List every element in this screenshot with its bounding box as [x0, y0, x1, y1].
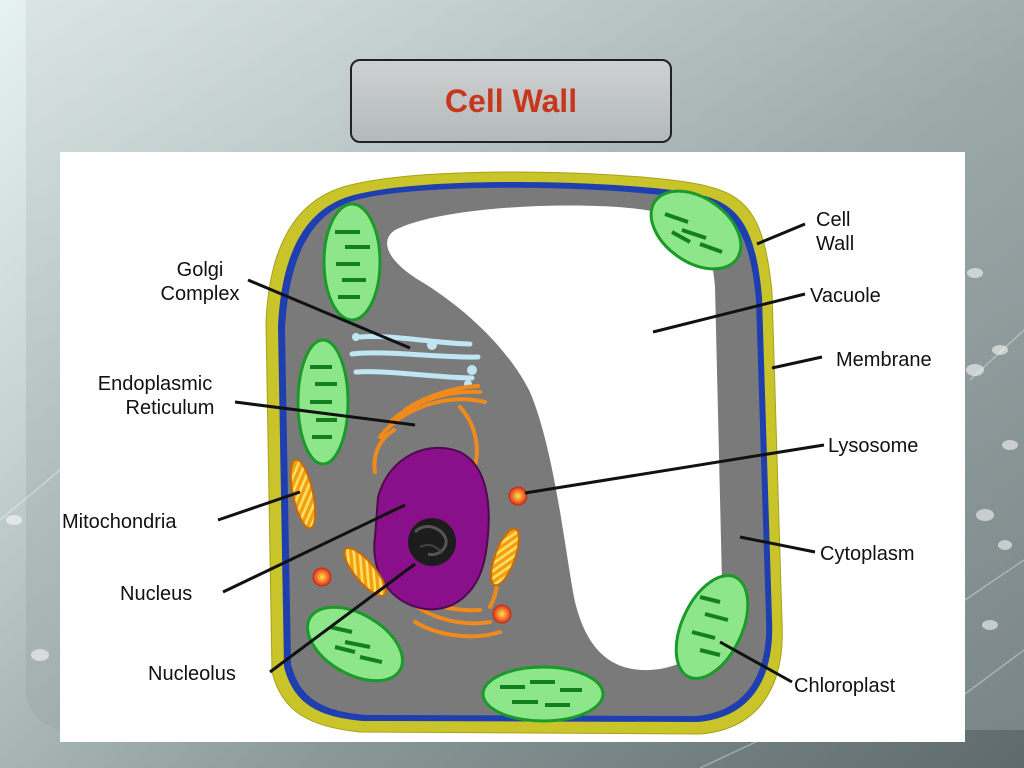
mitochondrion [289, 458, 317, 530]
chloroplast [649, 189, 743, 271]
label-nucleolus: Nucleolus [148, 663, 236, 685]
leader-lines [217, 222, 825, 684]
nucleolus [408, 518, 456, 566]
lysosome [312, 567, 332, 587]
golgi-complex [349, 333, 481, 388]
label-endoplasmic-reticulum-line1: Endoplasmic [98, 373, 213, 395]
label-golgi-complex-line1: Golgi [177, 259, 224, 281]
label-cytoplasm: Cytoplasm [820, 543, 914, 565]
vacuole [387, 205, 722, 671]
chloroplast [674, 574, 750, 680]
chloroplast [322, 202, 382, 322]
label-endoplasmic-reticulum-line2: Reticulum [126, 397, 215, 419]
label-cell-wall-line2: Wall [816, 233, 854, 255]
chloroplast [296, 338, 350, 466]
lysosome [508, 486, 528, 506]
slide-title: Cell Wall [444, 82, 578, 119]
lysosome [492, 604, 512, 624]
label-vacuole: Vacuole [810, 285, 881, 307]
plant-cell-diagram: Golgi Complex Endoplasmic Reticulum Mito… [60, 152, 965, 742]
label-lysosome: Lysosome [828, 435, 918, 457]
label-nucleus: Nucleus [120, 583, 192, 605]
chloroplast [481, 665, 605, 723]
label-golgi-complex-line2: Complex [161, 283, 240, 305]
mitochondrion [490, 527, 520, 587]
slide-title-box: Cell Wall [350, 59, 672, 143]
label-chloroplast: Chloroplast [794, 675, 896, 697]
mitochondrion [343, 547, 387, 597]
label-mitochondria: Mitochondria [62, 511, 177, 533]
label-membrane: Membrane [836, 349, 932, 371]
endoplasmic-reticulum [372, 384, 502, 639]
label-cell-wall-line1: Cell [816, 209, 850, 231]
